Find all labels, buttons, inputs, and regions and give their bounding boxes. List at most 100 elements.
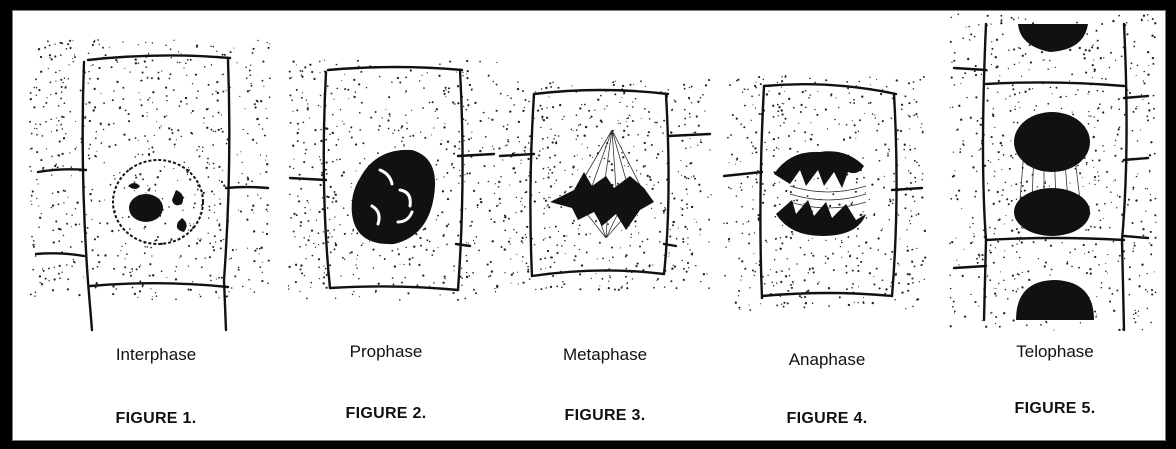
stipple-dot — [554, 135, 556, 137]
stipple-dot — [908, 82, 910, 84]
stipple-dot — [252, 52, 254, 54]
stipple-dot — [466, 272, 467, 273]
stipple-dot — [775, 249, 777, 251]
stipple-dot — [300, 221, 302, 223]
stipple-dot — [422, 274, 424, 276]
stipple-dot — [420, 132, 421, 133]
stipple-dot — [132, 287, 134, 289]
stipple-dot — [578, 228, 579, 229]
stipple-dot — [38, 183, 39, 184]
stipple-dot — [668, 256, 669, 257]
stipple-dot — [688, 267, 689, 268]
stipple-dot — [859, 81, 861, 83]
stipple-dot — [891, 251, 893, 253]
stipple-dot — [1071, 266, 1073, 268]
stipple-dot — [777, 82, 778, 83]
stipple-dot — [994, 233, 995, 234]
stipple-dot — [153, 151, 155, 153]
stipple-dot — [700, 139, 701, 140]
stipple-dot — [919, 281, 920, 282]
stipple-dot — [30, 201, 31, 202]
stipple-dot — [193, 207, 195, 209]
stipple-dot — [349, 252, 351, 254]
stipple-dot — [908, 102, 910, 104]
stipple-dot — [307, 220, 309, 222]
stipple-dot — [1045, 239, 1047, 241]
stipple-dot — [548, 206, 550, 208]
stipple-dot — [90, 65, 91, 66]
stipple-dot — [361, 102, 363, 104]
stipple-dot — [572, 167, 574, 169]
stipple-dot — [332, 197, 334, 199]
stipple-dot — [1101, 287, 1103, 289]
stipple-dot — [906, 229, 907, 230]
stipple-dot — [964, 249, 965, 250]
stipple-dot — [38, 48, 40, 50]
stipple-dot — [1026, 180, 1028, 182]
stipple-dot — [700, 281, 701, 282]
stipple-dot — [637, 215, 638, 216]
stipple-dot — [784, 91, 785, 92]
stipple-dot — [453, 153, 455, 155]
stipple-dot — [1113, 241, 1115, 243]
stipple-dot — [176, 139, 177, 140]
stipple-dot — [247, 195, 249, 197]
stipple-dot — [755, 151, 757, 153]
stipple-dot — [388, 96, 390, 98]
stipple-dot — [922, 179, 924, 181]
stipple-dot — [548, 197, 549, 198]
stipple-dot — [651, 144, 653, 146]
stipple-dot — [1095, 243, 1097, 245]
stipple-dot — [144, 226, 146, 228]
stipple-dot — [217, 92, 219, 94]
stipple-dot — [923, 76, 925, 78]
stipple-dot — [976, 132, 978, 134]
stipple-dot — [191, 112, 192, 113]
stipple-dot — [1148, 102, 1150, 104]
stipple-dot — [510, 97, 512, 99]
stipple-dot — [1022, 185, 1024, 187]
stipple-dot — [807, 290, 809, 292]
stipple-dot — [953, 151, 954, 152]
stipple-dot — [1093, 167, 1094, 168]
stipple-dot — [872, 302, 874, 304]
stipple-dot — [748, 234, 750, 236]
stipple-dot — [208, 176, 210, 178]
stipple-dot — [1095, 30, 1097, 32]
stipple-dot — [829, 205, 831, 207]
stipple-dot — [542, 148, 543, 149]
stipple-dot — [137, 297, 138, 298]
stipple-dot — [447, 198, 449, 200]
stipple-dot — [312, 255, 314, 257]
stipple-dot — [915, 181, 916, 182]
stipple-dot — [632, 106, 634, 108]
stipple-dot — [889, 151, 890, 152]
stipple-dot — [309, 118, 310, 119]
stipple-dot — [30, 293, 32, 295]
stipple-dot — [369, 241, 370, 242]
stipple-dot — [488, 181, 490, 183]
stipple-dot — [681, 140, 683, 142]
stipple-dot — [951, 241, 953, 243]
stipple-dot — [1033, 241, 1035, 243]
stipple-dot — [76, 202, 78, 204]
stipple-dot — [1107, 272, 1108, 273]
stipple-dot — [976, 171, 977, 172]
stipple-dot — [590, 233, 591, 234]
stipple-dot — [885, 253, 887, 255]
stipple-dot — [84, 118, 86, 120]
stipple-dot — [808, 272, 809, 273]
stipple-dot — [558, 135, 560, 137]
stipple-dot — [320, 140, 322, 142]
stipple-dot — [664, 286, 665, 287]
stipple-dot — [134, 156, 136, 158]
stipple-dot — [145, 192, 146, 193]
stipple-dot — [1012, 88, 1014, 90]
stipple-dot — [548, 173, 549, 174]
stipple-dot — [503, 126, 505, 128]
stipple-dot — [540, 258, 542, 260]
stipple-dot — [543, 119, 545, 121]
stipple-dot — [1072, 112, 1073, 113]
stipple-dot — [333, 229, 335, 231]
stipple-dot — [69, 152, 70, 153]
